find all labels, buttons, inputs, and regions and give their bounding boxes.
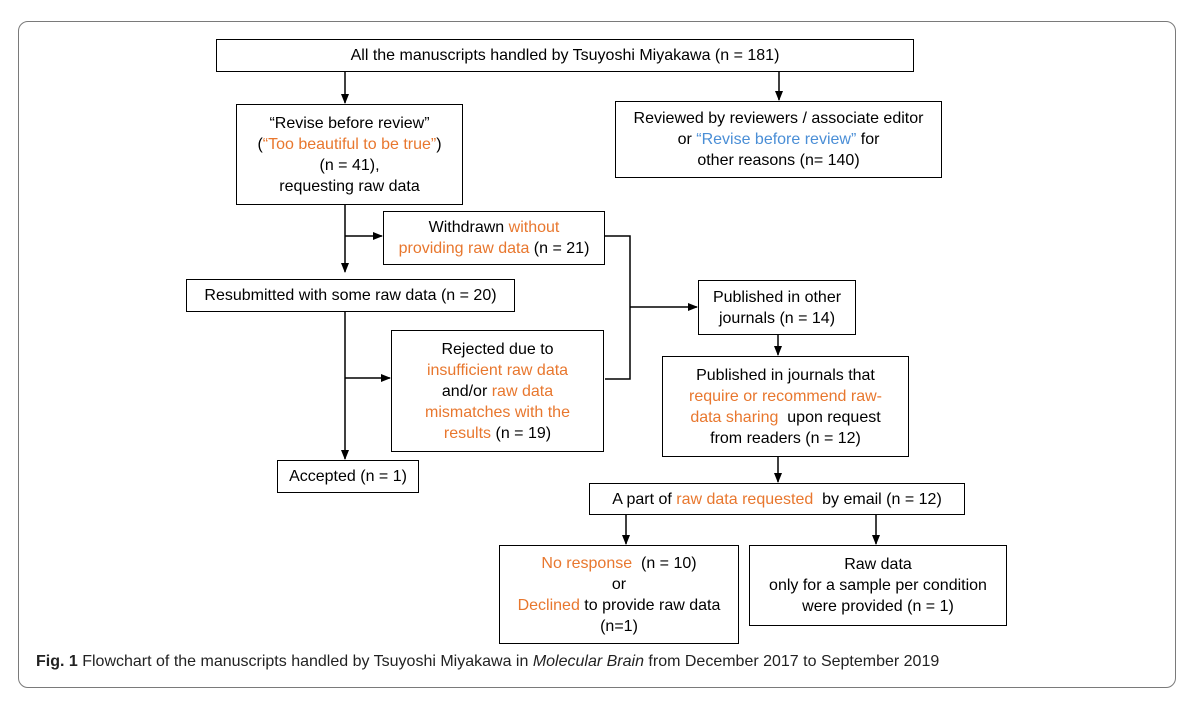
raw-data-requested-highlight: raw data requested bbox=[676, 490, 814, 508]
resubmitted-text: Resubmitted with some raw data (n = 20) bbox=[204, 287, 497, 304]
all-manuscripts-box: All the manuscripts handled by Tsuyoshi … bbox=[216, 39, 914, 72]
revise-quote-blue: “Revise before review” bbox=[696, 131, 857, 148]
no-response-line1: No response (n = 10) bbox=[541, 554, 697, 572]
caption-label: Fig. 1 bbox=[36, 653, 78, 670]
withdrawn-line1: Withdrawn without bbox=[428, 219, 560, 236]
published-require-line4: from readers (n = 12) bbox=[710, 429, 861, 447]
line-withdrawn-to-bracket bbox=[605, 235, 631, 380]
caption-text-a: Flowchart of the manuscripts handled by … bbox=[77, 653, 533, 670]
published-require-line1: Published in journals that bbox=[696, 366, 875, 384]
published-require-line3: data sharing upon request bbox=[690, 408, 881, 426]
figure-frame bbox=[18, 21, 1176, 688]
published-require-box: Published in journals that require or re… bbox=[662, 356, 909, 457]
reviewed-line2: or “Revise before review” for bbox=[677, 131, 880, 148]
published-other-line2: journals (n = 14) bbox=[718, 309, 836, 327]
raw-data-requested-box: A part of raw data requested by email (n… bbox=[589, 483, 965, 515]
no-response-box: No response (n = 10) or Declined to prov… bbox=[499, 545, 739, 644]
no-response-line2: or bbox=[611, 575, 627, 593]
rejected-line5: results (n = 19) bbox=[443, 424, 552, 442]
published-other-line1: Published in other bbox=[712, 288, 842, 306]
revise-line2: (“Too beautiful to be true”) bbox=[257, 135, 442, 153]
accepted-box: Accepted (n = 1) bbox=[277, 460, 419, 493]
revise-line1: “Revise before review” bbox=[269, 114, 430, 132]
figure-caption: Fig. 1 Flowchart of the manuscripts hand… bbox=[36, 653, 939, 671]
revise-before-review-box: “Revise before review” (“Too beautiful t… bbox=[236, 104, 463, 205]
rejected-line1: Rejected due to bbox=[441, 340, 554, 358]
resubmitted-box: Resubmitted with some raw data (n = 20) bbox=[186, 279, 515, 312]
rejected-line3: and/or raw data bbox=[441, 382, 554, 400]
raw-sample-line1: Raw data bbox=[844, 556, 912, 573]
revise-line4: requesting raw data bbox=[279, 177, 420, 195]
accepted-text: Accepted (n = 1) bbox=[289, 468, 407, 485]
too-beautiful-quote: “Too beautiful to be true” bbox=[262, 135, 437, 153]
withdrawn-line2: providing raw data (n = 21) bbox=[398, 240, 590, 257]
rejected-line4: mismatches with the bbox=[425, 403, 570, 421]
published-other-box: Published in other journals (n = 14) bbox=[698, 280, 856, 335]
no-response-line4: (n=1) bbox=[600, 617, 638, 635]
raw-sample-line3: were provided (n = 1) bbox=[802, 598, 954, 615]
rejected-box: Rejected due to insufficient raw data an… bbox=[391, 330, 604, 452]
withdrawn-box: Withdrawn without providing raw data (n … bbox=[383, 211, 605, 265]
caption-journal: Molecular Brain bbox=[532, 653, 644, 670]
reviewed-line1: Reviewed by reviewers / associate editor bbox=[633, 110, 924, 127]
reviewed-line3: other reasons (n= 140) bbox=[697, 152, 860, 169]
revise-line3: (n = 41), bbox=[319, 156, 380, 174]
rejected-line2: insufficient raw data bbox=[426, 361, 569, 379]
caption-text-b: from December 2017 to September 2019 bbox=[643, 653, 940, 670]
raw-sample-box: Raw data only for a sample per condition… bbox=[749, 545, 1007, 626]
reviewed-box: Reviewed by reviewers / associate editor… bbox=[615, 101, 942, 178]
no-response-line3: Declined to provide raw data bbox=[517, 596, 721, 614]
published-require-line2: require or recommend raw- bbox=[689, 387, 882, 405]
raw-sample-line2: only for a sample per condition bbox=[769, 577, 987, 594]
all-manuscripts-text: All the manuscripts handled by Tsuyoshi … bbox=[350, 47, 780, 64]
